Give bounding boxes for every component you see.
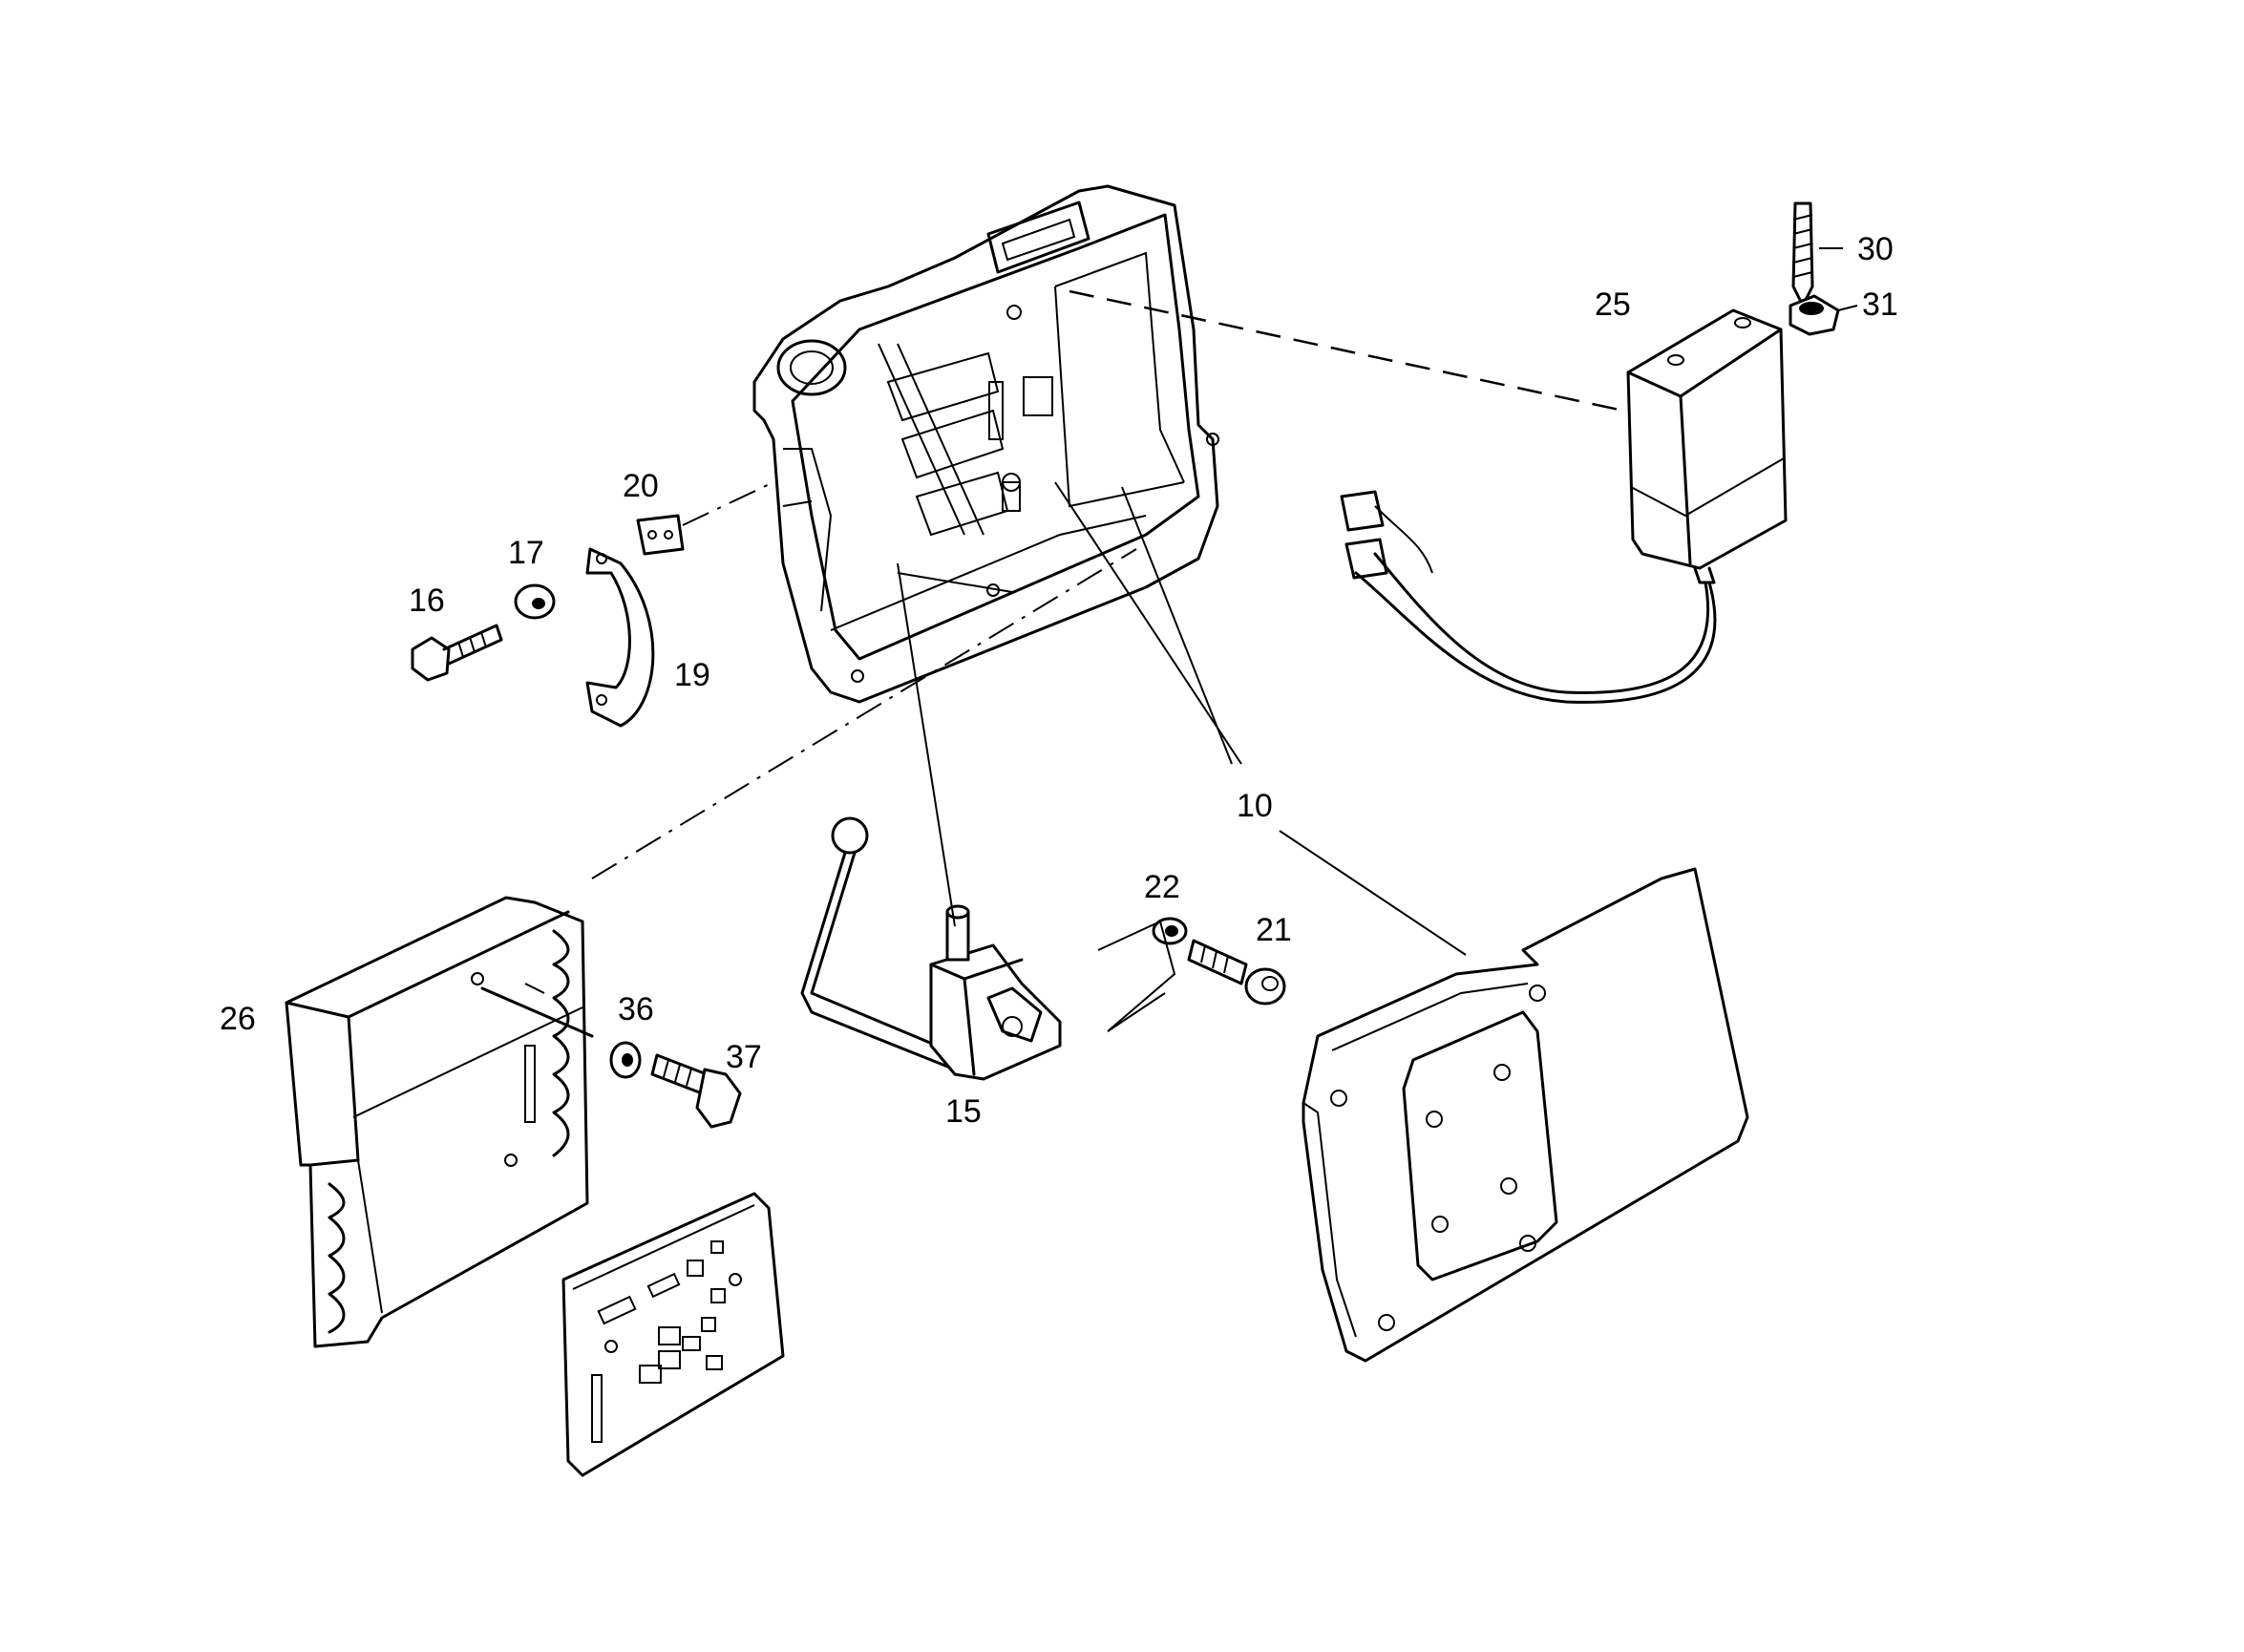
- washer-part-17: [514, 583, 556, 620]
- bracket-part-26: [285, 896, 594, 1348]
- handle-part-19: [585, 547, 655, 728]
- assembly-lines: [591, 289, 1624, 1032]
- callout-16: 16: [409, 582, 445, 619]
- callout-26: 26: [220, 1001, 256, 1037]
- callout-31: 31: [1862, 286, 1898, 323]
- screw-part-21: [1187, 939, 1286, 1006]
- callout-22: 22: [1144, 869, 1180, 905]
- callout-15: 15: [945, 1093, 982, 1130]
- callout-30: 30: [1857, 231, 1894, 267]
- callout-36: 36: [618, 991, 654, 1027]
- housing-frame-part-10: [752, 184, 1219, 704]
- callout-19: 19: [674, 657, 710, 693]
- callout-25: 25: [1595, 286, 1631, 323]
- callout-37: 37: [726, 1039, 762, 1075]
- screw-part-30: [1791, 201, 1843, 307]
- clip-part-20: [636, 514, 685, 556]
- module-box-part-25: [1340, 308, 1788, 704]
- nut-part-31: [1789, 294, 1858, 336]
- callout-labels: 10 15 16 17 19 20 21 22 25 26 30 31 36 3…: [220, 231, 1898, 1130]
- callout-17: 17: [508, 535, 544, 571]
- cover-plate-part-10: [1302, 867, 1749, 1363]
- callout-20: 20: [623, 468, 659, 504]
- circuit-board: [561, 1192, 785, 1477]
- switch-part-15: [800, 816, 1062, 1081]
- callout-10: 10: [1237, 788, 1273, 824]
- bolt-part-16: [411, 624, 503, 682]
- bolt-part-37: [650, 1053, 742, 1129]
- callout-21: 21: [1256, 912, 1292, 948]
- callout-leaders: [1121, 486, 1467, 956]
- washer-part-36: [609, 1041, 642, 1079]
